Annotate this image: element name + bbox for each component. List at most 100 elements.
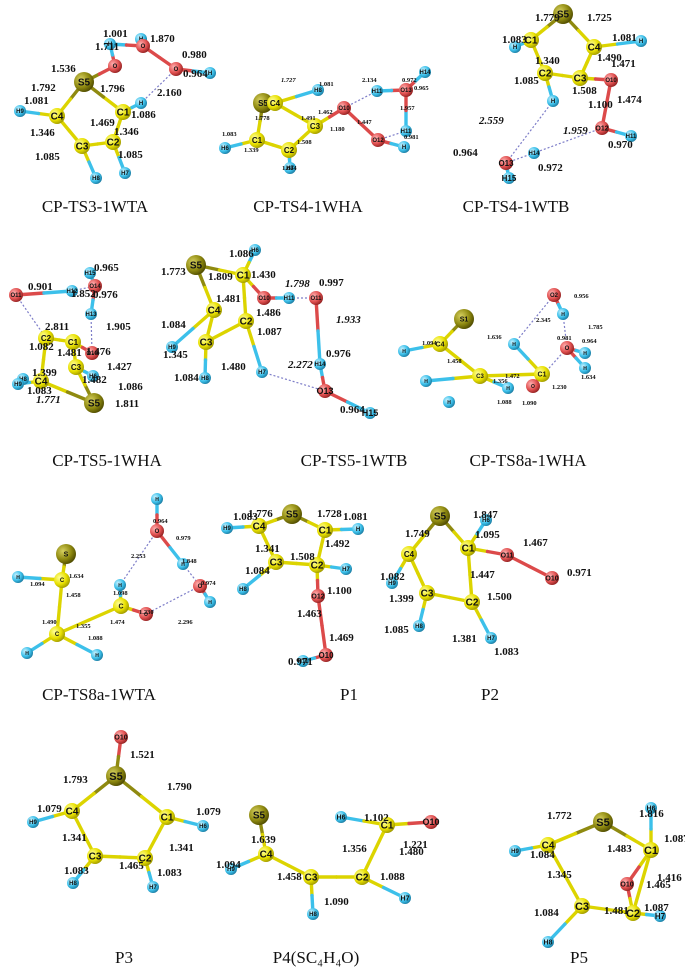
bond-length-label: 1.079 xyxy=(196,806,221,818)
atom-cp-ts4-1wha-h-14: H xyxy=(398,141,410,153)
bond-length-label: 1.476 xyxy=(86,346,111,358)
atom-label: H11 xyxy=(401,129,412,135)
bond-length-label: 2.559 xyxy=(478,115,504,127)
caption-p2: P2 xyxy=(481,685,499,704)
atom-p5-c1-2: C1 xyxy=(643,842,659,858)
atom-p1-c2-4: C2 xyxy=(309,557,325,573)
bond-length-label: 1.345 xyxy=(547,869,572,881)
atom-cp-ts5-1wtb-c2-5: C2 xyxy=(238,313,254,329)
atom-label: H6 xyxy=(482,518,490,524)
atom-label: O12 xyxy=(311,594,324,601)
atom-cp-ts4-1wtb-c1-1: C1 xyxy=(523,32,539,48)
atom-label: S1 xyxy=(460,317,469,324)
atom-label: H xyxy=(513,45,517,51)
bond-length-label: 1.482 xyxy=(82,374,107,386)
atom-label: H xyxy=(561,312,565,318)
atom-cp-ts5-1wha-s5-13: S5 xyxy=(84,393,104,413)
bond-length-label: 1.100 xyxy=(327,585,352,597)
hbond-cp-ts4-1wtb-0 xyxy=(533,127,603,154)
atom-p3-c1-3: C1 xyxy=(159,809,175,825)
atom-p1-c1-2: C1 xyxy=(317,522,333,538)
bond-length-label: 2.296 xyxy=(178,619,193,626)
atom-cp-ts5-1wtb-h14-9: H14 xyxy=(314,358,326,370)
atom-cp-ts3-1wta-c3-9: C3 xyxy=(74,138,90,154)
atom-label: H xyxy=(108,42,112,48)
atom-cp-ts3-1wta-h8-13: H8 xyxy=(90,172,102,184)
bond-length-label: 1.088 xyxy=(497,399,512,406)
atom-p4-h8-9: H8 xyxy=(307,908,319,920)
atom-cp-ts5-1wtb-h15-12: H15 xyxy=(362,407,378,419)
atom-cp-ts8a-1wta-h-13: H xyxy=(204,596,216,608)
bond-length-label: 1.465 xyxy=(119,860,144,872)
bond-length-label: 1.957 xyxy=(400,105,415,112)
atom-label: C3 xyxy=(89,852,102,863)
atom-cp-ts8a-1wta-o-8: O xyxy=(139,607,153,621)
bond-length-label: 1.870 xyxy=(150,33,175,45)
hbond-cp-ts5-1wha-2 xyxy=(15,294,47,339)
atom-cp-ts5-1wtb-h8-14: H8 xyxy=(199,372,211,384)
atom-label: S5 xyxy=(88,399,101,410)
atom-label: H13 xyxy=(85,312,97,318)
atom-label: C xyxy=(55,632,60,638)
atom-label: H8 xyxy=(69,881,77,887)
atom-cp-ts4-1wha-h7-6: H7 xyxy=(284,162,296,174)
atom-label: C1 xyxy=(252,136,263,145)
atom-label: C3 xyxy=(76,142,89,153)
bond-length-label: 0.965 xyxy=(94,262,119,274)
bond-length-label: 1.339 xyxy=(244,147,259,154)
atom-label: H7 xyxy=(342,567,350,573)
atom-label: H xyxy=(583,366,587,372)
atom-label: C3 xyxy=(476,374,484,380)
atom-label: H11 xyxy=(372,89,383,95)
atom-label: C2 xyxy=(466,598,479,609)
bond-length-label: 1.084 xyxy=(282,165,297,172)
atom-label: H15 xyxy=(84,271,96,277)
atom-label: O xyxy=(141,44,146,50)
atom-label: C4 xyxy=(260,850,273,861)
atom-label: C3 xyxy=(200,338,213,349)
bond-length-label: 0.970 xyxy=(608,139,633,151)
bond-length-label: 1.809 xyxy=(208,271,233,283)
bond-length-label: 1.492 xyxy=(325,538,350,550)
bond-length-label: 1.447 xyxy=(357,119,372,126)
atom-label: H xyxy=(16,575,20,581)
hbond-cp-ts8a-1wta-0 xyxy=(119,530,158,586)
atom-label: C4 xyxy=(208,306,221,317)
bond-length-label: 1.081 xyxy=(319,81,334,88)
atom-label: H xyxy=(551,99,555,105)
atom-p4-c1-1: C1 xyxy=(379,817,395,833)
atom-label: S5 xyxy=(557,10,570,21)
bond-length-label: 1.458 xyxy=(447,358,462,365)
atom-label: O xyxy=(113,64,118,70)
atom-cp-ts3-1wta-o-3: O xyxy=(136,39,150,53)
atom-label: H11 xyxy=(284,296,295,302)
bond-length-label: 2.345 xyxy=(536,317,551,324)
atom-cp-ts8a-1wta-h-6: H xyxy=(114,579,126,591)
atom-label: H xyxy=(356,527,360,533)
atom-label: O xyxy=(144,612,148,618)
bond-length-label: 0.976 xyxy=(93,289,118,301)
atom-cp-ts5-1wha-c4-8: C4 xyxy=(33,373,49,389)
bond-length-label: 0.976 xyxy=(326,348,351,360)
bond-length-label: 1.508 xyxy=(297,139,312,146)
atom-cp-ts5-1wtb-s5-1: S5 xyxy=(186,255,206,275)
atom-label: S5 xyxy=(78,78,91,89)
atom-label: H xyxy=(25,651,29,657)
bond-length-label: 1.090 xyxy=(324,896,349,908)
bond-length-label: 2.134 xyxy=(362,77,377,84)
atom-cp-ts5-1wha-c2-5: C2 xyxy=(38,330,54,346)
atom-label: O10 xyxy=(114,735,127,742)
caption-p5: P5 xyxy=(570,948,588,967)
atom-cp-ts4-1wtb-h15-13: H15 xyxy=(502,172,517,184)
bond-length-label: 1.727 xyxy=(281,77,296,84)
atom-label: H9 xyxy=(29,820,37,826)
atom-cp-ts8a-1wta-o-1: O xyxy=(150,524,164,538)
atom-label: C3 xyxy=(270,558,283,569)
bond-length-label: 1.416 xyxy=(657,872,682,884)
bond-length-label: 1.083 xyxy=(64,865,89,877)
atom-label: O10 xyxy=(545,576,558,583)
